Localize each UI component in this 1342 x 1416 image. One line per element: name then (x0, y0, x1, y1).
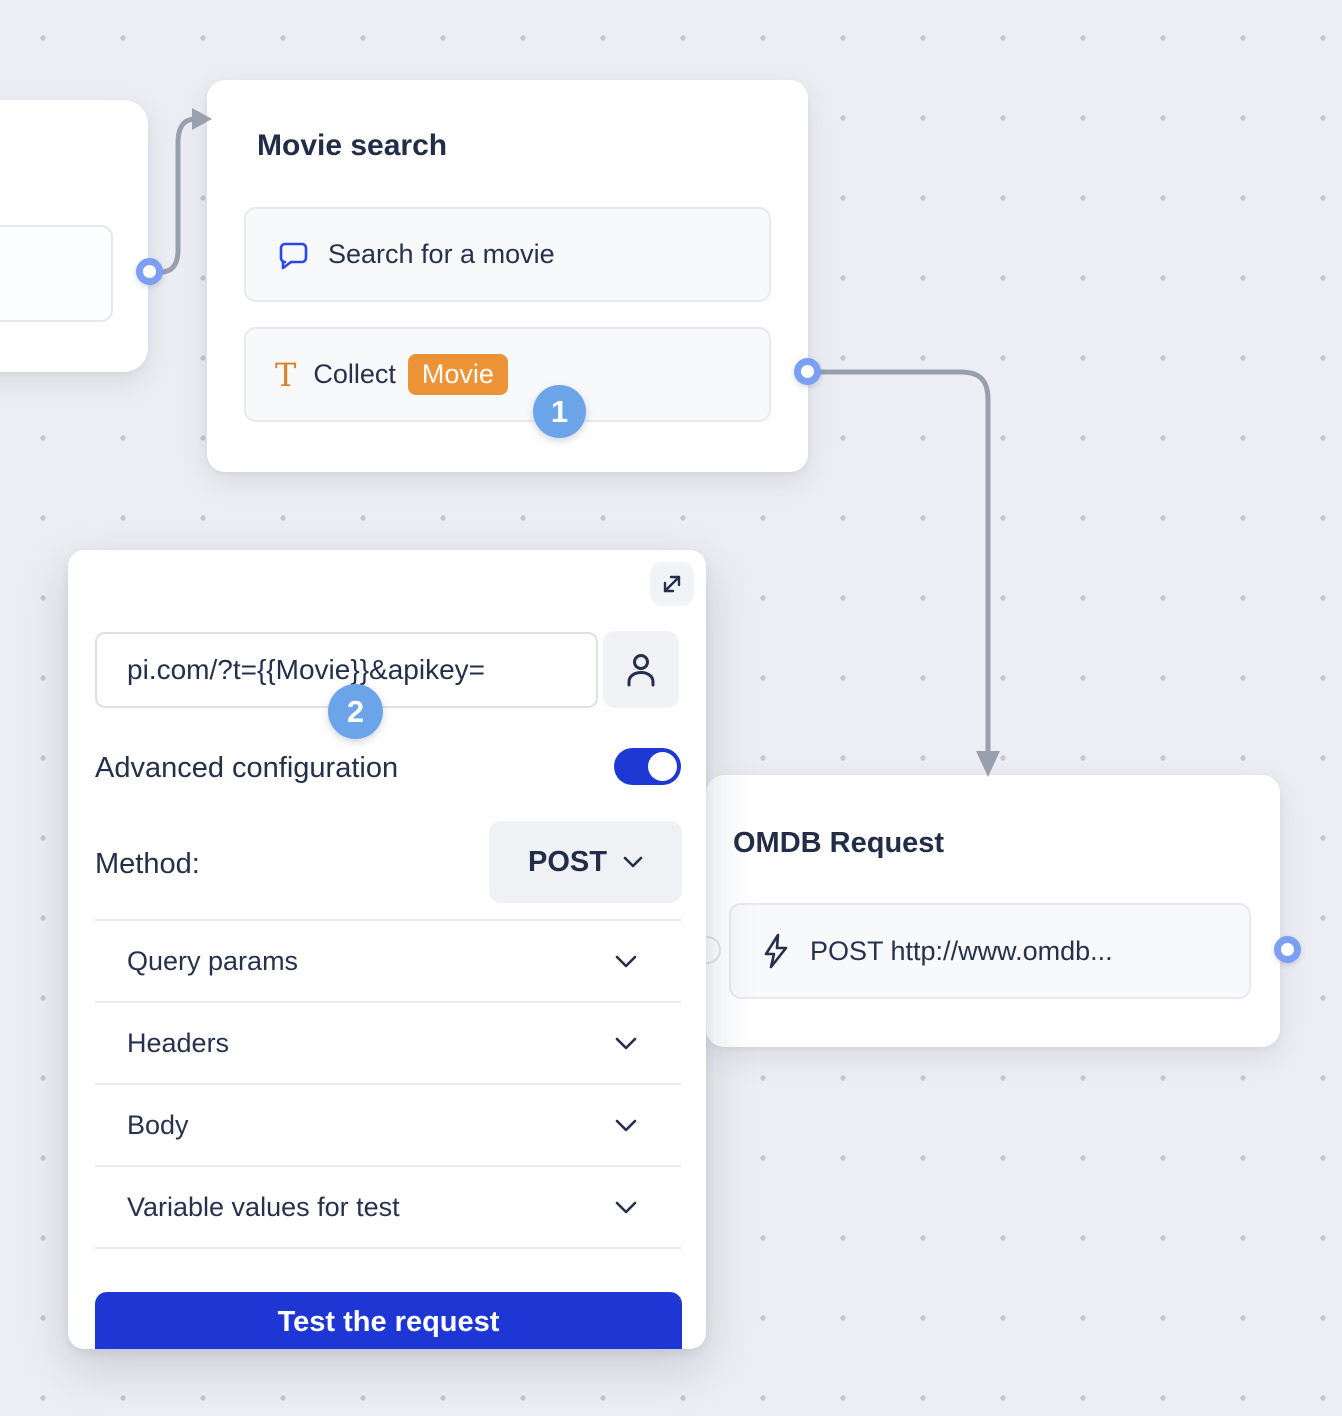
section-label: Query params (127, 945, 299, 976)
method-value: POST (528, 845, 607, 878)
section-headers[interactable]: Headers (95, 1003, 681, 1083)
step-badge-1: 1 (533, 385, 586, 438)
expand-button[interactable] (650, 562, 694, 606)
chevron-down-icon (615, 955, 637, 968)
item-label: POST http://www.omdb... (810, 935, 1113, 966)
previous-node-card[interactable] (0, 100, 148, 372)
section-query-params[interactable]: Query params (95, 921, 681, 1001)
section-label: Headers (127, 1027, 230, 1058)
divider (95, 1247, 681, 1249)
method-dropdown[interactable]: POST (489, 821, 682, 903)
divider (95, 1165, 681, 1167)
movie-search-collect-item[interactable]: T Collect Movie (244, 327, 771, 422)
chevron-down-icon (615, 1119, 637, 1132)
chevron-down-icon (615, 1037, 637, 1050)
insert-variable-button[interactable] (603, 631, 679, 708)
movie-search-output-connector[interactable] (794, 358, 821, 385)
node-title: Movie search (257, 129, 448, 162)
variable-chip-movie[interactable]: Movie (407, 354, 508, 395)
movie-search-node[interactable]: Movie search Search for a movie T Collec… (207, 80, 808, 472)
text-input-icon: T (275, 355, 297, 394)
connection-line-into-movie-search (158, 116, 199, 275)
toggle-knob (648, 752, 677, 781)
expand-icon (660, 572, 684, 596)
chevron-down-icon (615, 1201, 637, 1214)
chat-bubble-icon (275, 237, 311, 273)
item-label: Search for a movie (328, 239, 555, 269)
person-icon (621, 649, 661, 691)
arrowhead-into-omdb (976, 751, 1000, 777)
method-label: Method: (95, 848, 200, 880)
divider (95, 919, 681, 921)
divider (95, 1083, 681, 1085)
advanced-configuration-toggle[interactable] (614, 748, 681, 785)
section-variable-values[interactable]: Variable values for test (95, 1167, 681, 1247)
node-title: OMDB Request (733, 827, 945, 859)
chevron-down-icon (623, 856, 643, 868)
divider (95, 1001, 681, 1003)
omdb-request-node[interactable]: OMDB Request POST http://www.omdb... (706, 775, 1280, 1047)
previous-node-output-connector[interactable] (136, 258, 163, 285)
step-badge-2: 2 (328, 684, 383, 739)
connection-line-movie-to-omdb (817, 369, 991, 755)
test-request-button[interactable]: Test the request (95, 1292, 682, 1349)
section-label: Variable values for test (127, 1191, 400, 1222)
omdb-request-webhook-item[interactable]: POST http://www.omdb... (729, 903, 1251, 999)
arrowhead-into-movie-search (192, 108, 212, 130)
section-body[interactable]: Body (95, 1085, 681, 1165)
omdb-output-connector[interactable] (1274, 936, 1301, 963)
lightning-icon (759, 932, 793, 970)
webhook-config-panel: Advanced configuration Method: POST Quer… (68, 550, 706, 1349)
movie-search-question-item[interactable]: Search for a movie (244, 207, 771, 302)
advanced-configuration-label: Advanced configuration (95, 752, 399, 784)
previous-node-item[interactable] (0, 225, 113, 322)
section-label: Body (127, 1109, 189, 1140)
item-label: Collect (313, 359, 396, 389)
